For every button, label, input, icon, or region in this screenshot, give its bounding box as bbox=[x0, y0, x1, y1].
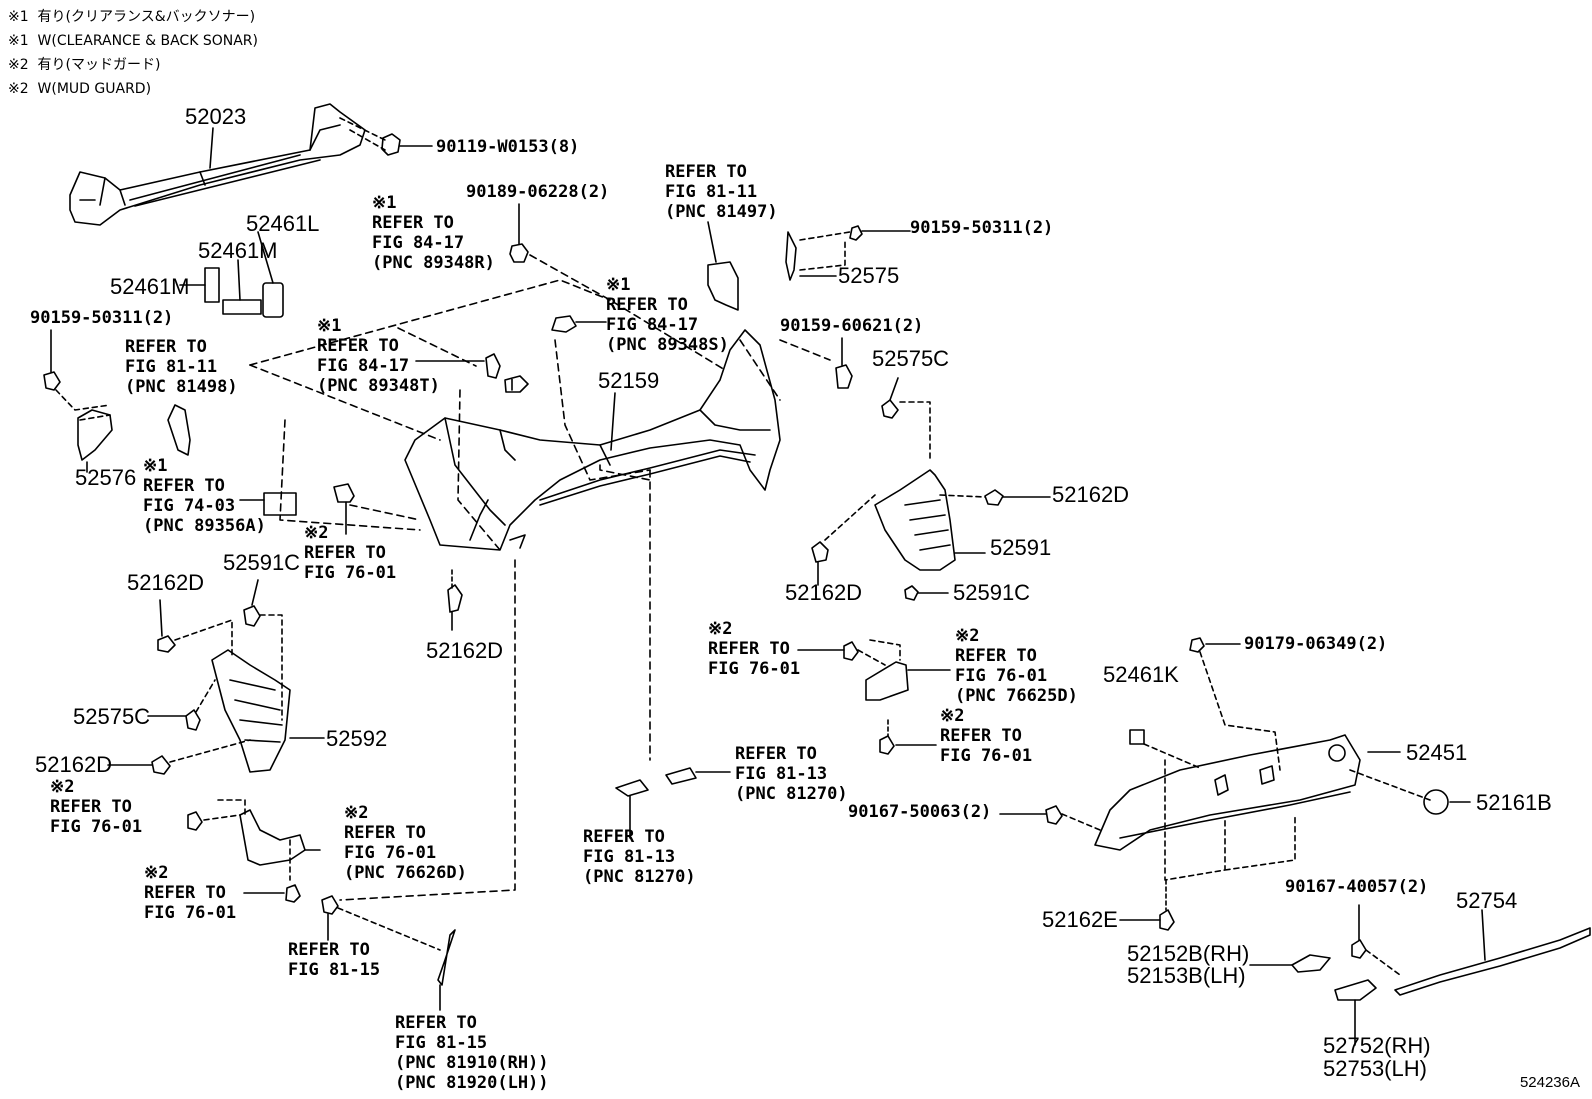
part-52752[interactable]: 52752(RH) bbox=[1323, 1033, 1431, 1058]
ref-fig-81-13-a[interactable]: REFER TO FIG 81-13 (PNC 81270) bbox=[735, 744, 848, 804]
ref-fig-81-11-81497[interactable]: REFER TO FIG 81-11 (PNC 81497) bbox=[665, 162, 778, 222]
ref-fig-76-01-left[interactable]: ※2 REFER TO FIG 76-01 bbox=[50, 777, 143, 837]
note-1-en: ※1 W(CLEARANCE & BACK SONAR) bbox=[8, 33, 258, 49]
ref-fig-76-01-left-2[interactable]: ※2 REFER TO FIG 76-01 bbox=[144, 863, 237, 923]
part-52591c-right[interactable]: 52591C bbox=[953, 580, 1031, 605]
ref-fig-81-11-81498[interactable]: REFER TO FIG 81-11 (PNC 81498) bbox=[125, 337, 238, 397]
part-90159-60621[interactable]: 90159-60621(2) bbox=[780, 316, 924, 336]
part-52161b[interactable]: 52161B bbox=[1476, 790, 1552, 815]
ref-fig-81-13-b[interactable]: REFER TO FIG 81-13 (PNC 81270) bbox=[583, 827, 696, 887]
part-90159-50311-right[interactable]: 90159-50311(2) bbox=[910, 218, 1054, 238]
part-52152b[interactable]: 52152B(RH) bbox=[1127, 941, 1250, 966]
bumper-cover-52159 bbox=[404, 329, 781, 551]
part-52754[interactable]: 52754 bbox=[1456, 888, 1518, 913]
ref-fig-84-17-89348r[interactable]: ※1 REFER TO FIG 84-17 (PNC 89348R) bbox=[372, 193, 495, 273]
part-52162e[interactable]: 52162E bbox=[1042, 907, 1118, 932]
ref-fig-76-01-center[interactable]: ※2 REFER TO FIG 76-01 bbox=[304, 523, 397, 583]
part-52461m-a[interactable]: 52461M bbox=[198, 238, 278, 263]
part-52162d-right-1[interactable]: 52162D bbox=[1052, 482, 1130, 507]
ref-fig-76-01-76625d[interactable]: ※2 REFER TO FIG 76-01 (PNC 76625D) bbox=[955, 626, 1078, 706]
ref-fig-81-15-b[interactable]: REFER TO FIG 81-15 (PNC 81910(RH)) (PNC … bbox=[395, 1013, 549, 1093]
part-52162d-left-2[interactable]: 52162D bbox=[35, 752, 113, 777]
part-52461k[interactable]: 52461K bbox=[1103, 662, 1179, 687]
part-52591[interactable]: 52591 bbox=[990, 535, 1052, 560]
part-52461m-b[interactable]: 52461M bbox=[110, 274, 190, 299]
part-90159-50311-left[interactable]: 90159-50311(2) bbox=[30, 308, 174, 328]
part-52591c-left[interactable]: 52591C bbox=[223, 550, 301, 575]
ref-fig-76-01-mid[interactable]: ※2 REFER TO FIG 76-01 bbox=[708, 619, 801, 679]
part-90189-06228[interactable]: 90189-06228(2) bbox=[466, 182, 610, 202]
part-52451[interactable]: 52451 bbox=[1406, 740, 1468, 765]
diagram-code: 524236A bbox=[1519, 1074, 1580, 1091]
part-52162d-right-2[interactable]: 52162D bbox=[785, 580, 863, 605]
part-52159[interactable]: 52159 bbox=[598, 368, 660, 393]
note-2-en: ※2 W(MUD GUARD) bbox=[8, 81, 152, 97]
part-52023[interactable]: 52023 bbox=[185, 104, 247, 129]
part-90167-50063[interactable]: 90167-50063(2) bbox=[848, 802, 992, 822]
part-52575c-right[interactable]: 52575C bbox=[872, 346, 950, 371]
ref-fig-76-01-76626d[interactable]: ※2 REFER TO FIG 76-01 (PNC 76626D) bbox=[344, 803, 467, 883]
part-90119-w0153[interactable]: 90119-W0153(8) bbox=[436, 137, 580, 157]
part-52575c-left[interactable]: 52575C bbox=[73, 704, 151, 729]
ref-fig-81-15-a[interactable]: REFER TO FIG 81-15 bbox=[288, 940, 381, 980]
lower-garnish-52451 bbox=[1094, 734, 1361, 851]
part-52153b[interactable]: 52153B(LH) bbox=[1127, 963, 1246, 988]
part-52575[interactable]: 52575 bbox=[838, 263, 900, 288]
part-90179-06349[interactable]: 90179-06349(2) bbox=[1244, 634, 1388, 654]
note-1-jp: ※1 有り(クリアランス&バックソナー) bbox=[8, 9, 256, 25]
part-52461l[interactable]: 52461L bbox=[246, 211, 320, 236]
part-52592[interactable]: 52592 bbox=[326, 726, 388, 751]
part-90167-40057[interactable]: 90167-40057(2) bbox=[1285, 877, 1429, 897]
part-52753[interactable]: 52753(LH) bbox=[1323, 1056, 1427, 1081]
ref-fig-84-17-89348s[interactable]: ※1 REFER TO FIG 84-17 (PNC 89348S) bbox=[606, 275, 729, 355]
part-52576[interactable]: 52576 bbox=[75, 465, 137, 490]
note-2-jp: ※2 有り(マッドガード) bbox=[8, 57, 161, 73]
ref-fig-76-01-mid-2[interactable]: ※2 REFER TO FIG 76-01 bbox=[940, 706, 1033, 766]
ref-fig-74-03[interactable]: ※1 REFER TO FIG 74-03 (PNC 89356A) bbox=[143, 456, 266, 536]
part-52162d-left[interactable]: 52162D bbox=[127, 570, 205, 595]
part-52162d-center[interactable]: 52162D bbox=[426, 638, 504, 663]
ref-fig-84-17-89348t[interactable]: ※1 REFER TO FIG 84-17 (PNC 89348T) bbox=[317, 316, 440, 396]
